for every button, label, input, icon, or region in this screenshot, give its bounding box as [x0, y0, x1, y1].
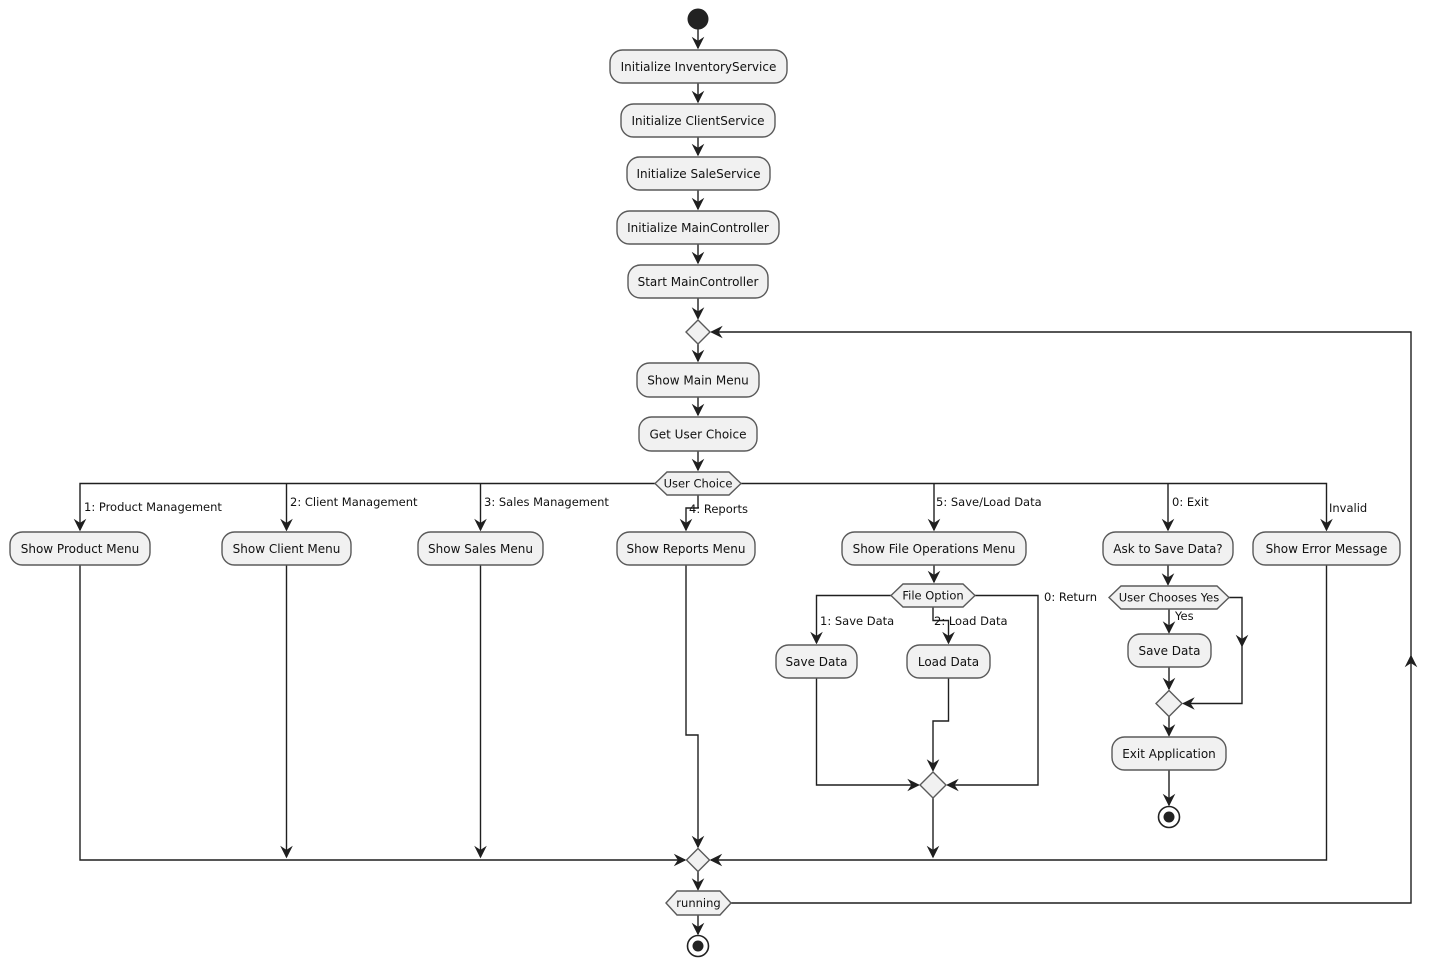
activity-init-sale — [626, 156, 771, 191]
edge-save-data-to-file-merge — [815, 678, 920, 792]
activity-show-sales-menu — [417, 531, 544, 566]
edge-choice-reports — [679, 495, 699, 532]
exit-merge-diamond — [1155, 689, 1183, 718]
edge-label-save-load-data: 5: Save/Load Data — [936, 495, 1042, 509]
activity-nodes: Initialize InventoryService Initialize C… — [9, 49, 1401, 771]
activity-show-sales-menu-label: Show Sales Menu — [428, 542, 533, 556]
end-node-main — [686, 934, 710, 958]
activity-init-sale-label: Initialize SaleService — [636, 167, 760, 181]
edge-label-invalid: Invalid — [1329, 501, 1367, 515]
file-merge-diamond — [919, 771, 947, 799]
edge-right-collector — [709, 565, 1328, 867]
edge-running-loop-up — [731, 654, 1418, 904]
end-node-exit — [1157, 805, 1181, 829]
edge-file-option-return — [946, 594, 1039, 792]
activity-init-client — [620, 103, 776, 138]
activity-save-data-file-label: Save Data — [786, 655, 848, 669]
edge-choice-invalid — [741, 482, 1333, 532]
activity-load-data-label: Load Data — [918, 655, 979, 669]
edge-label-product-management: 1: Product Management — [84, 500, 222, 514]
edge-chooses-yes-bypass-upper — [1229, 596, 1249, 648]
edge-label-yes: Yes — [1174, 609, 1194, 623]
activity-show-file-ops-menu-label: Show File Operations Menu — [853, 542, 1016, 556]
decision-user-choice — [653, 471, 743, 496]
end-node-main-dot — [692, 940, 704, 952]
activity-load-data — [906, 644, 991, 679]
activity-show-file-ops-menu — [841, 531, 1027, 566]
end-node-exit-dot — [1163, 811, 1175, 823]
edge-file-option-load — [932, 607, 955, 645]
decision-running — [665, 890, 732, 916]
activity-exit-application-label: Exit Application — [1122, 747, 1216, 761]
start-node — [687, 8, 709, 30]
decision-running-label: running — [676, 896, 720, 910]
activity-show-product-menu-label: Show Product Menu — [21, 542, 140, 556]
decision-user-chooses-yes — [1107, 585, 1231, 610]
edge-reports-menu-down — [685, 565, 705, 849]
edge-left-collector — [79, 565, 687, 867]
activity-ask-to-save — [1102, 531, 1234, 566]
edge-label-exit: 0: Exit — [1172, 495, 1209, 509]
activity-init-main-label: Initialize MainController — [627, 221, 769, 235]
activity-get-user-choice-label: Get User Choice — [649, 428, 746, 442]
decision-file-option-label: File Option — [902, 589, 963, 603]
decision-user-chooses-yes-label: User Chooses Yes — [1119, 591, 1220, 605]
activity-save-data-exit-label: Save Data — [1139, 644, 1201, 658]
edge-choice-product — [73, 482, 655, 532]
edge-label-client-management: 2: Client Management — [290, 495, 418, 509]
activity-show-error-message-label: Show Error Message — [1266, 542, 1388, 556]
edge-file-option-save — [810, 594, 891, 645]
activity-save-data-file — [775, 644, 858, 679]
loop-merge-diamond — [685, 319, 711, 345]
activity-show-main-menu-label: Show Main Menu — [647, 374, 749, 388]
edge-label-save-data: 1: Save Data — [820, 614, 894, 628]
activity-show-error-message — [1252, 531, 1401, 566]
edge-chooses-yes-bypass-lower — [1182, 646, 1243, 710]
activity-show-reports-menu-label: Show Reports Menu — [627, 542, 746, 556]
activity-init-client-label: Initialize ClientService — [631, 114, 764, 128]
edge-load-data-to-file-merge — [926, 678, 950, 772]
connector-edges — [73, 29, 1418, 936]
edge-label-sales-management: 3: Sales Management — [484, 495, 609, 509]
decision-file-option — [889, 583, 977, 608]
edge-label-load-data: 2: Load Data — [934, 614, 1008, 628]
activity-init-main — [616, 210, 780, 245]
decision-user-choice-label: User Choice — [664, 477, 733, 491]
activity-show-product-menu — [9, 531, 151, 566]
decision-nodes: User Choice File Option User Chooses Yes… — [653, 471, 1231, 916]
activity-show-reports-menu — [616, 531, 756, 566]
activity-ask-to-save-label: Ask to Save Data? — [1113, 542, 1222, 556]
activity-show-client-menu-label: Show Client Menu — [233, 542, 341, 556]
activity-show-client-menu — [221, 531, 352, 566]
edge-label-reports: 4: Reports — [689, 502, 748, 516]
activity-exit-application — [1111, 736, 1227, 771]
activity-save-data-exit — [1127, 633, 1212, 668]
activity-start-main-label: Start MainController — [638, 275, 759, 289]
activity-get-user-choice — [638, 416, 758, 452]
activity-init-inventory-label: Initialize InventoryService — [621, 60, 777, 74]
activity-init-inventory — [609, 49, 788, 84]
edge-labels: 1: Product Management 2: Client Manageme… — [84, 495, 1367, 628]
edge-running-loop-back — [710, 325, 1412, 656]
edge-label-return: 0: Return — [1044, 590, 1097, 604]
activity-show-main-menu — [636, 362, 760, 398]
activity-start-main — [627, 264, 769, 299]
bottom-merge-diamond — [685, 847, 711, 873]
